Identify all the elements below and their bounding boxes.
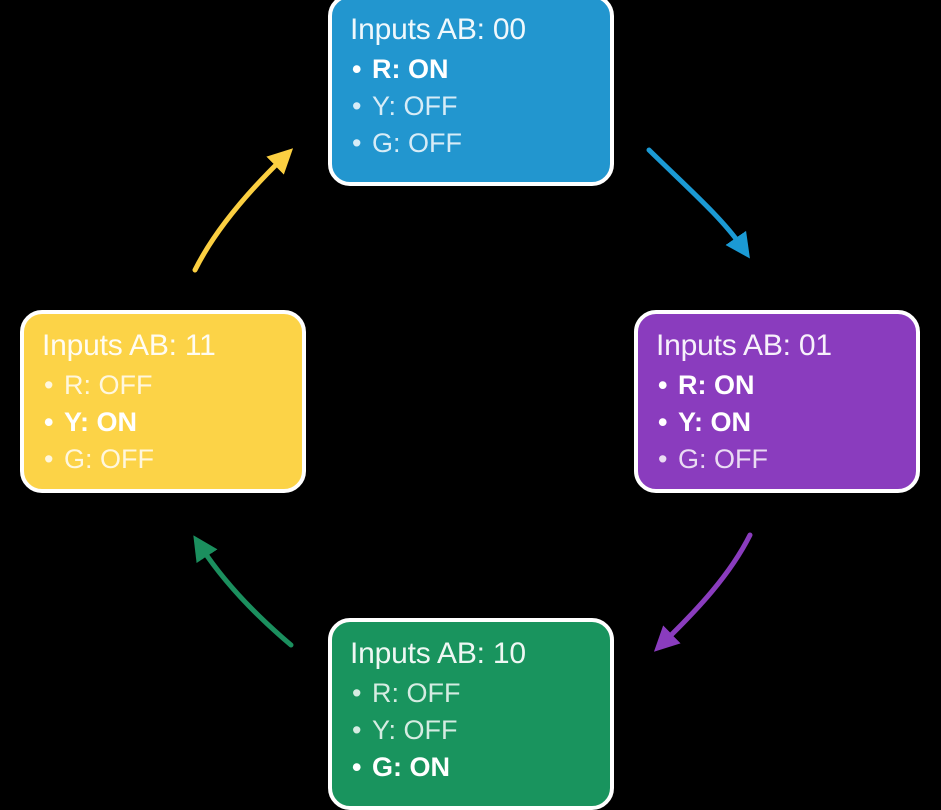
bullet-icon: • [44,443,54,474]
bullet-icon: • [658,407,668,438]
state-title: Inputs AB: 10 [350,637,526,670]
state-output-label: R: ON [678,370,755,401]
state-output-y: • Y: ON [656,404,898,441]
transition-arrow-11-to-00 [192,148,294,273]
state-title: Inputs AB: 01 [656,329,832,362]
state-title: Inputs AB: 00 [350,13,526,46]
state-output-y: • Y: OFF [350,712,592,749]
bullet-icon: • [352,678,362,709]
state-output-label: Y: ON [678,407,751,438]
state-output-label: G: OFF [372,127,462,158]
state-output-y: • Y: ON [42,404,284,441]
state-output-label: G: ON [372,751,450,782]
state-node-inputs-10[interactable]: Inputs AB: 10 • R: OFF • Y: OFF • G: ON [328,618,614,810]
transition-arrow-01-to-10 [653,532,753,652]
state-output-label: G: OFF [678,443,768,474]
state-output-r: • R: OFF [350,675,592,712]
state-output-r: • R: ON [656,367,898,404]
bullet-icon: • [658,443,668,474]
state-output-label: Y: ON [64,407,137,438]
state-output-r: • R: OFF [42,367,284,404]
state-output-g: • G: OFF [656,441,898,478]
state-title: Inputs AB: 11 [42,329,216,362]
state-output-y: • Y: OFF [350,88,592,125]
state-node-inputs-00[interactable]: Inputs AB: 00 • R: ON • Y: OFF • G: OFF [328,0,614,186]
state-node-inputs-11[interactable]: Inputs AB: 11 • R: OFF • Y: ON • G: OFF [20,310,306,493]
bullet-icon: • [352,715,362,746]
state-output-g: • G: OFF [350,125,592,162]
state-output-label: G: OFF [64,443,154,474]
state-output-r: • R: ON [350,51,592,88]
state-output-g: • G: OFF [42,441,284,478]
state-output-label: R: OFF [372,678,461,709]
state-output-list: • R: OFF • Y: OFF • G: ON [350,675,592,785]
bullet-icon: • [44,407,54,438]
state-output-label: R: OFF [64,370,153,401]
bullet-icon: • [352,54,362,85]
state-output-g: • G: ON [350,749,592,786]
bullet-icon: • [658,370,668,401]
bullet-icon: • [44,370,54,401]
state-output-list: • R: ON • Y: OFF • G: OFF [350,51,592,161]
state-output-label: Y: OFF [372,715,458,746]
transition-arrow-00-to-01 [646,147,750,259]
state-output-label: R: ON [372,54,449,85]
state-output-list: • R: OFF • Y: ON • G: OFF [42,367,284,477]
state-output-list: • R: ON • Y: ON • G: OFF [656,367,898,477]
bullet-icon: • [352,751,362,782]
state-node-inputs-01[interactable]: Inputs AB: 01 • R: ON • Y: ON • G: OFF [634,310,920,493]
bullet-icon: • [352,127,362,158]
bullet-icon: • [352,91,362,122]
transition-arrow-10-to-11 [193,535,294,648]
state-output-label: Y: OFF [372,91,458,122]
